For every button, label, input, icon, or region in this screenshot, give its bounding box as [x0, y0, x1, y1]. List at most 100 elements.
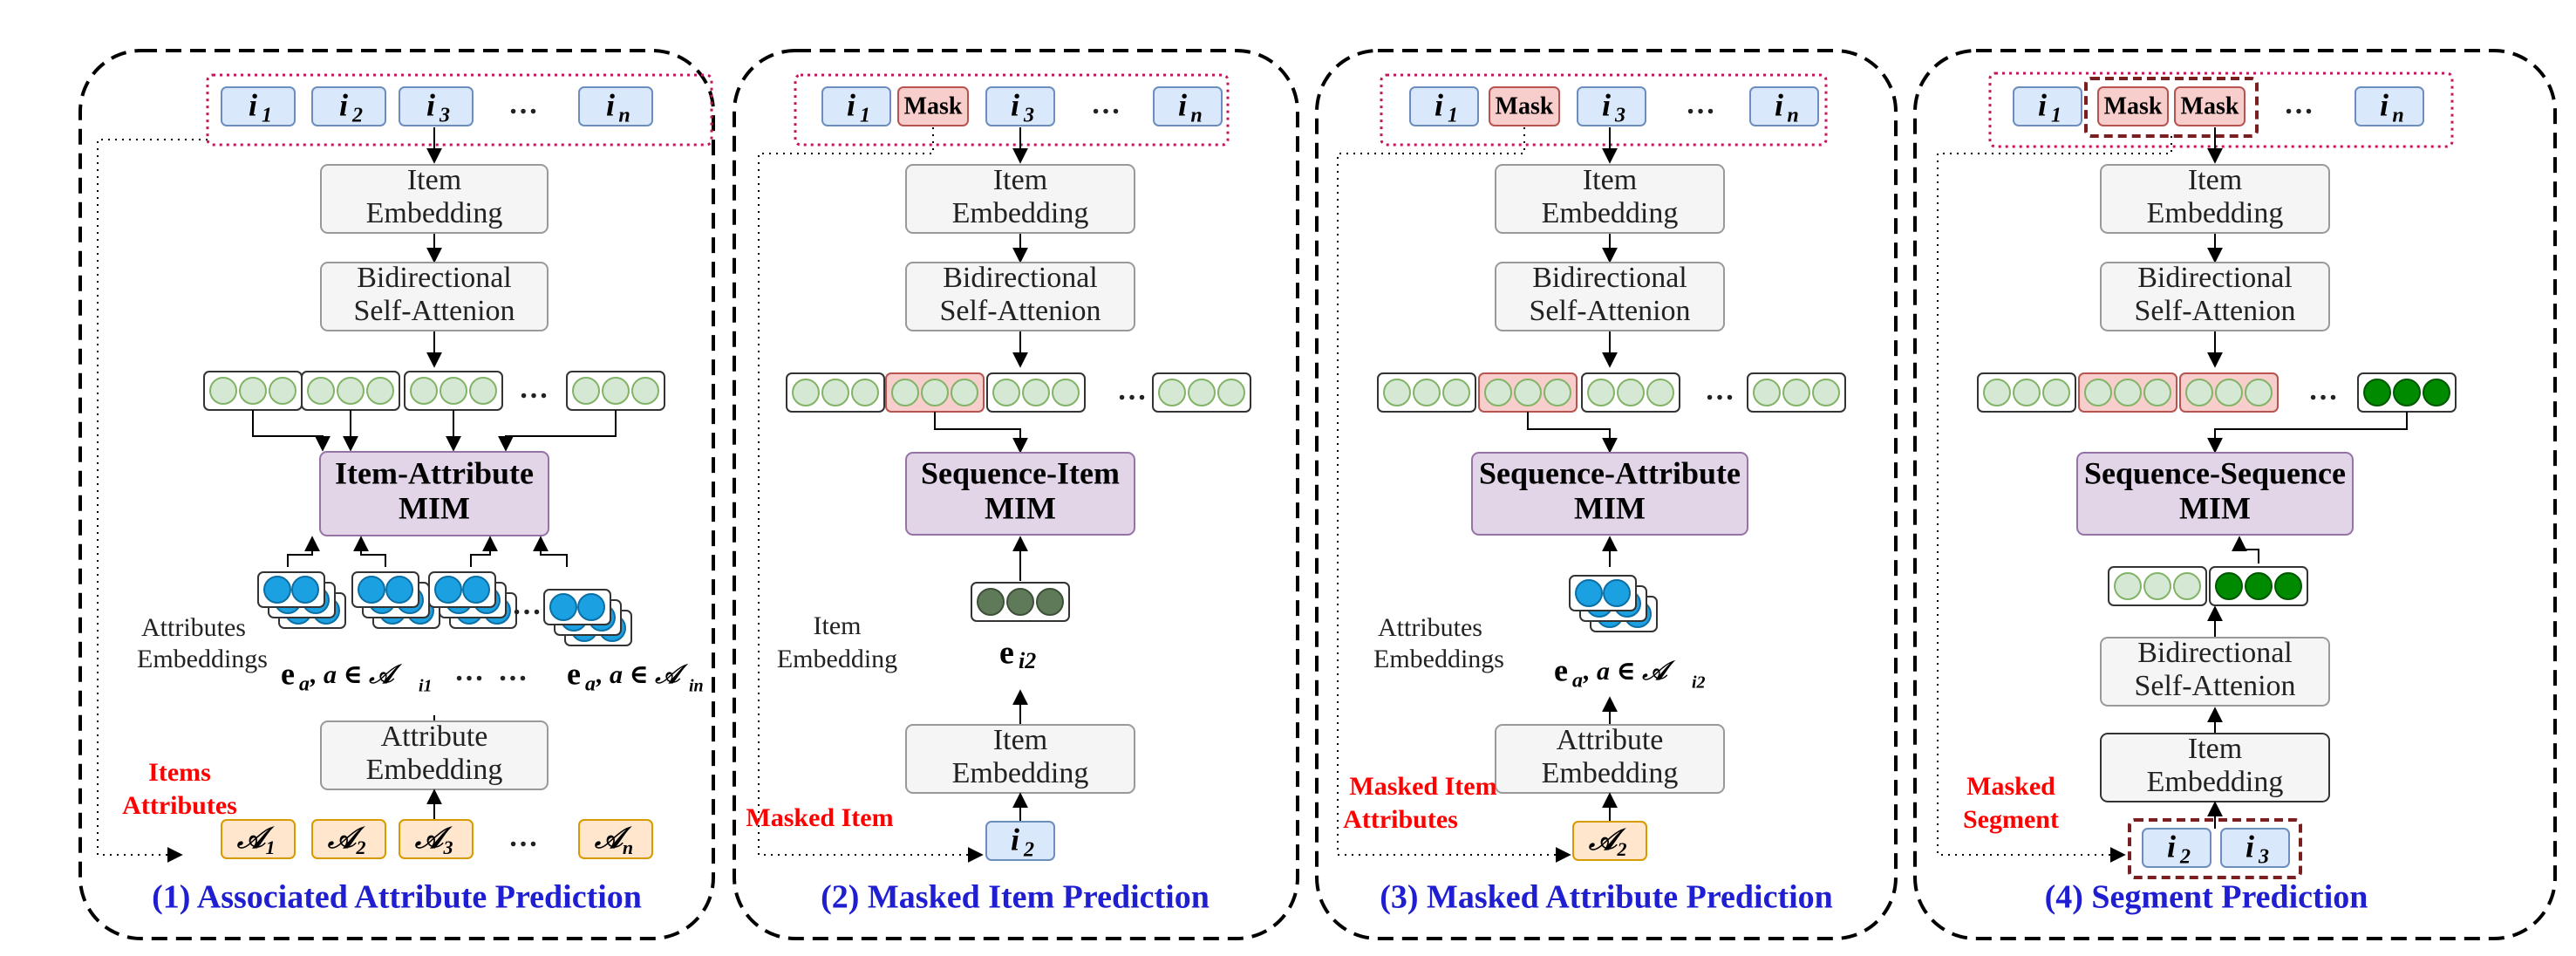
- segment-vector-circle: [2215, 572, 2243, 600]
- token-i1-sub: 1: [2051, 105, 2061, 127]
- masked-item-label: Masked Item: [746, 803, 893, 832]
- sequence-vector-circle: [2423, 379, 2450, 406]
- token-i1: [2013, 86, 2082, 126]
- ellipsis: …: [519, 372, 549, 405]
- masked-item-vector-circle: [2215, 379, 2243, 406]
- token-in-sub: n: [1787, 105, 1798, 127]
- formula-ea-rest: , a ∈ 𝒜: [1583, 657, 1676, 686]
- token-i1: [821, 86, 891, 126]
- masked-item-attributes-label: Attributes: [1343, 805, 1458, 834]
- token-i2-sub: 2: [2179, 846, 2191, 869]
- formula-left-sub2: i1: [419, 677, 433, 696]
- panel-1-frame: [78, 49, 715, 940]
- item-embedding-box-bottom-text-0: Item: [993, 724, 1047, 756]
- masked-item-vector-circle: [921, 379, 949, 406]
- item-embedding-box-text-1: Embedding: [366, 197, 503, 229]
- token-in: [1749, 86, 1819, 126]
- item-vector-circle: [1617, 379, 1645, 406]
- attr-token-in: [578, 819, 653, 859]
- formula-left-sub: a: [299, 673, 310, 696]
- connector-arrow: [470, 536, 498, 567]
- bidirectional-attention-box: [1495, 262, 1725, 331]
- item-attribute-mim-box-text-0: Item-Attribute: [335, 455, 534, 490]
- item-vector-circle: [602, 377, 630, 405]
- token-i1-sub: 1: [1448, 105, 1458, 127]
- token-in: [2355, 86, 2424, 126]
- item-vector-circle: [1022, 379, 1050, 406]
- panel-3-input-sequence: [1380, 73, 1828, 147]
- connector-arrow: [533, 536, 568, 567]
- item-embedding-box-bottom-text-1: Embedding: [952, 757, 1089, 789]
- attribute-embedding-box-text-0: Attribute: [381, 720, 488, 753]
- token-i1-label: i: [847, 87, 855, 122]
- attributes-embeddings-label: Embeddings: [137, 645, 268, 673]
- item-vector-circle: [1753, 379, 1781, 406]
- item-vector-circle: [1158, 379, 1186, 406]
- mask-token: [2174, 86, 2245, 126]
- attr-token-i2: [1572, 821, 1647, 861]
- token-i1-sub: 1: [860, 105, 870, 127]
- attributes-embeddings-label: Attributes: [141, 613, 246, 642]
- token-in-sub: n: [2392, 105, 2403, 127]
- token-i1-label: i: [1435, 87, 1443, 122]
- masked-segment-label: Masked: [1966, 772, 2055, 801]
- panel-2-caption: (2) Masked Item Prediction: [821, 879, 1210, 916]
- sequence-sequence-mim-box: [2076, 452, 2354, 536]
- item-vector-circle: [1413, 379, 1441, 406]
- item-vector-circle: [1983, 379, 2011, 406]
- bidirectional-attention-box: [2100, 262, 2330, 331]
- item-vector-circle: [792, 379, 820, 406]
- segment-vector-circle: [2245, 572, 2273, 600]
- formula-e-i2-sub: i2: [1019, 648, 1036, 673]
- mask-token-label: Mask: [1496, 92, 1554, 120]
- target-item-vector-circle: [1036, 588, 1064, 616]
- token-i1-label: i: [2038, 87, 2047, 122]
- token-i3: [985, 86, 1055, 126]
- item-vector-circle: [440, 377, 467, 405]
- item-vector-circle: [2042, 379, 2070, 406]
- token-i3-sub: 3: [2258, 846, 2269, 869]
- ellipsis: …: [2284, 88, 2314, 120]
- mask-token: [897, 86, 969, 126]
- mask-token-label: Mask: [904, 92, 963, 120]
- masked-item-vector-circle: [1514, 379, 1542, 406]
- sequence-attribute-mim-box-text-0: Sequence-Attribute: [1479, 455, 1741, 490]
- masked-item-vector-circle: [2185, 379, 2213, 406]
- masked-item-vector-circle: [951, 379, 978, 406]
- item-vector-circle: [1383, 379, 1411, 406]
- attribute-embedding-box-text-0: Attribute: [1557, 724, 1664, 756]
- attribute-embedding-stack-circle: [1575, 579, 1603, 607]
- sequence-item-mim-box: [905, 452, 1135, 536]
- item-embedding-label: Embedding: [777, 645, 897, 673]
- ellipsis: …: [508, 88, 538, 120]
- attribute-embedding-stack-circle: [549, 593, 577, 621]
- item-embedding-box: [320, 164, 549, 234]
- item-vector-circle: [631, 377, 659, 405]
- bidirectional-attention-box: [905, 262, 1135, 331]
- attribute-embedding-stack-circle: [358, 576, 385, 604]
- routing-arrow: [1937, 136, 2172, 863]
- ellipsis: …: [1705, 374, 1734, 406]
- ellipsis: …: [1686, 88, 1715, 120]
- attribute-embedding-box-text-1: Embedding: [366, 754, 503, 786]
- attr-token-in-sub: n: [623, 836, 633, 858]
- sequence-sequence-mim-box-text-1: MIM: [2179, 490, 2251, 525]
- item-vector-circle: [851, 379, 879, 406]
- token-i2: [311, 86, 386, 126]
- item-vector-circle: [337, 377, 365, 405]
- attr-token-i3-sub: 3: [443, 836, 453, 858]
- sequence-item-mim-box-text-1: MIM: [985, 490, 1056, 525]
- panel-4-frame: [1913, 49, 2557, 940]
- item-attribute-mim-box-text-1: MIM: [399, 490, 470, 525]
- token-in-label: i: [1775, 87, 1783, 122]
- segment-vector-circle: [2274, 572, 2302, 600]
- ellipsis: …: [454, 655, 484, 687]
- item-vector-circle: [1812, 379, 1840, 406]
- formula-e-i2: e: [999, 635, 1014, 672]
- masked-item-attributes-label: Masked Item: [1349, 772, 1496, 801]
- routing-arrow: [1337, 127, 1571, 863]
